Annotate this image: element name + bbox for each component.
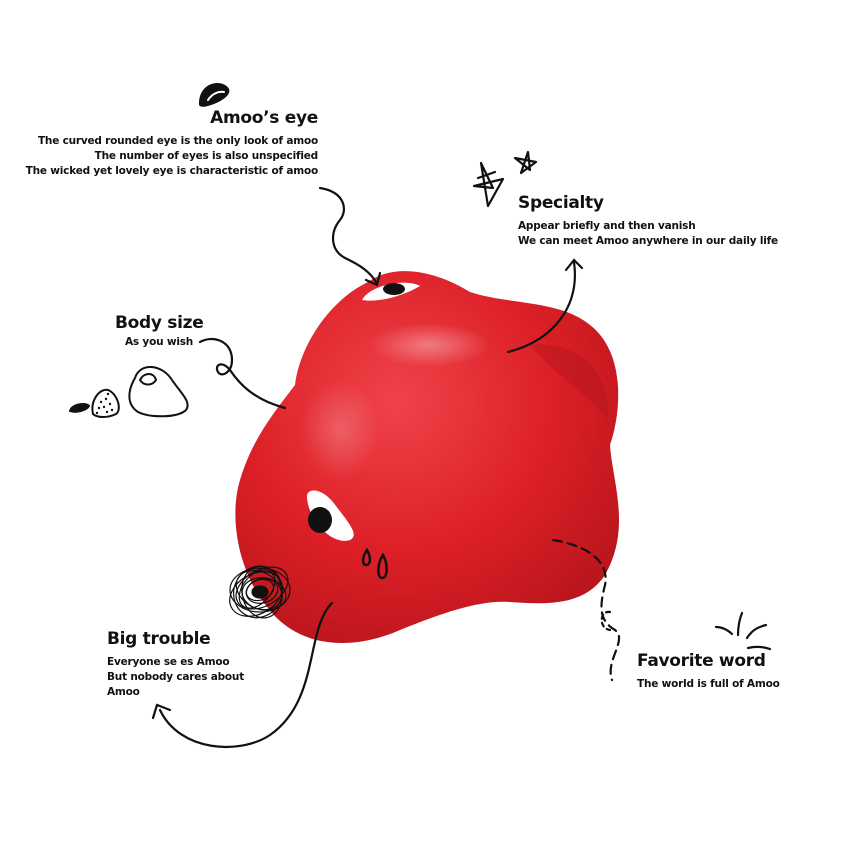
callout-text: We can meet Amoo anywhere in our daily l… xyxy=(518,235,778,247)
eye-doodle-icon xyxy=(198,82,230,107)
callout-favorite-word: Favorite word The world is full of Amoo xyxy=(637,651,780,692)
callout-title: Amoo’s eye xyxy=(210,108,318,128)
scribble-icon xyxy=(229,565,291,619)
callout-title: Favorite word xyxy=(637,651,766,671)
callout-text: Amoo xyxy=(107,686,140,698)
tear-drops-icon xyxy=(361,547,388,580)
callout-title: Body size xyxy=(115,313,204,333)
sparkle-icon xyxy=(714,611,772,651)
callout-title: Big trouble xyxy=(107,629,211,649)
callout-text: As you wish xyxy=(125,336,194,348)
body-highlight xyxy=(370,323,490,367)
callout-title: Specialty xyxy=(518,193,604,213)
callout-text: The curved rounded eye is the only look … xyxy=(37,135,318,147)
callout-text: But nobody cares about xyxy=(107,671,245,683)
callout-text: The number of eyes is also unspecified xyxy=(94,150,319,162)
star-doodle-icon xyxy=(472,150,538,208)
body-shade xyxy=(530,344,609,420)
leader-lines xyxy=(151,186,621,748)
callout-text: Appear briefly and then vanish xyxy=(518,220,696,232)
callout-amoos-eye: Amoo’s eye The curved rounded eye is the… xyxy=(25,108,319,179)
callout-text: Everyone se es Amoo xyxy=(107,656,230,668)
callout-body-size: Body size As you wish xyxy=(115,313,204,350)
callout-text: The world is full of Amoo xyxy=(637,678,780,690)
amoo-body xyxy=(235,271,620,643)
callout-text: The wicked yet lovely eye is characteris… xyxy=(25,165,319,177)
callout-specialty: Specialty Appear briefly and then vanish… xyxy=(518,193,778,249)
eye-top xyxy=(362,282,420,301)
blob-sizes-icon xyxy=(68,366,189,418)
body-highlight xyxy=(300,380,380,480)
eye-bottom xyxy=(306,490,354,541)
callout-big-trouble: Big trouble Everyone se es Amoo But nobo… xyxy=(107,629,244,700)
